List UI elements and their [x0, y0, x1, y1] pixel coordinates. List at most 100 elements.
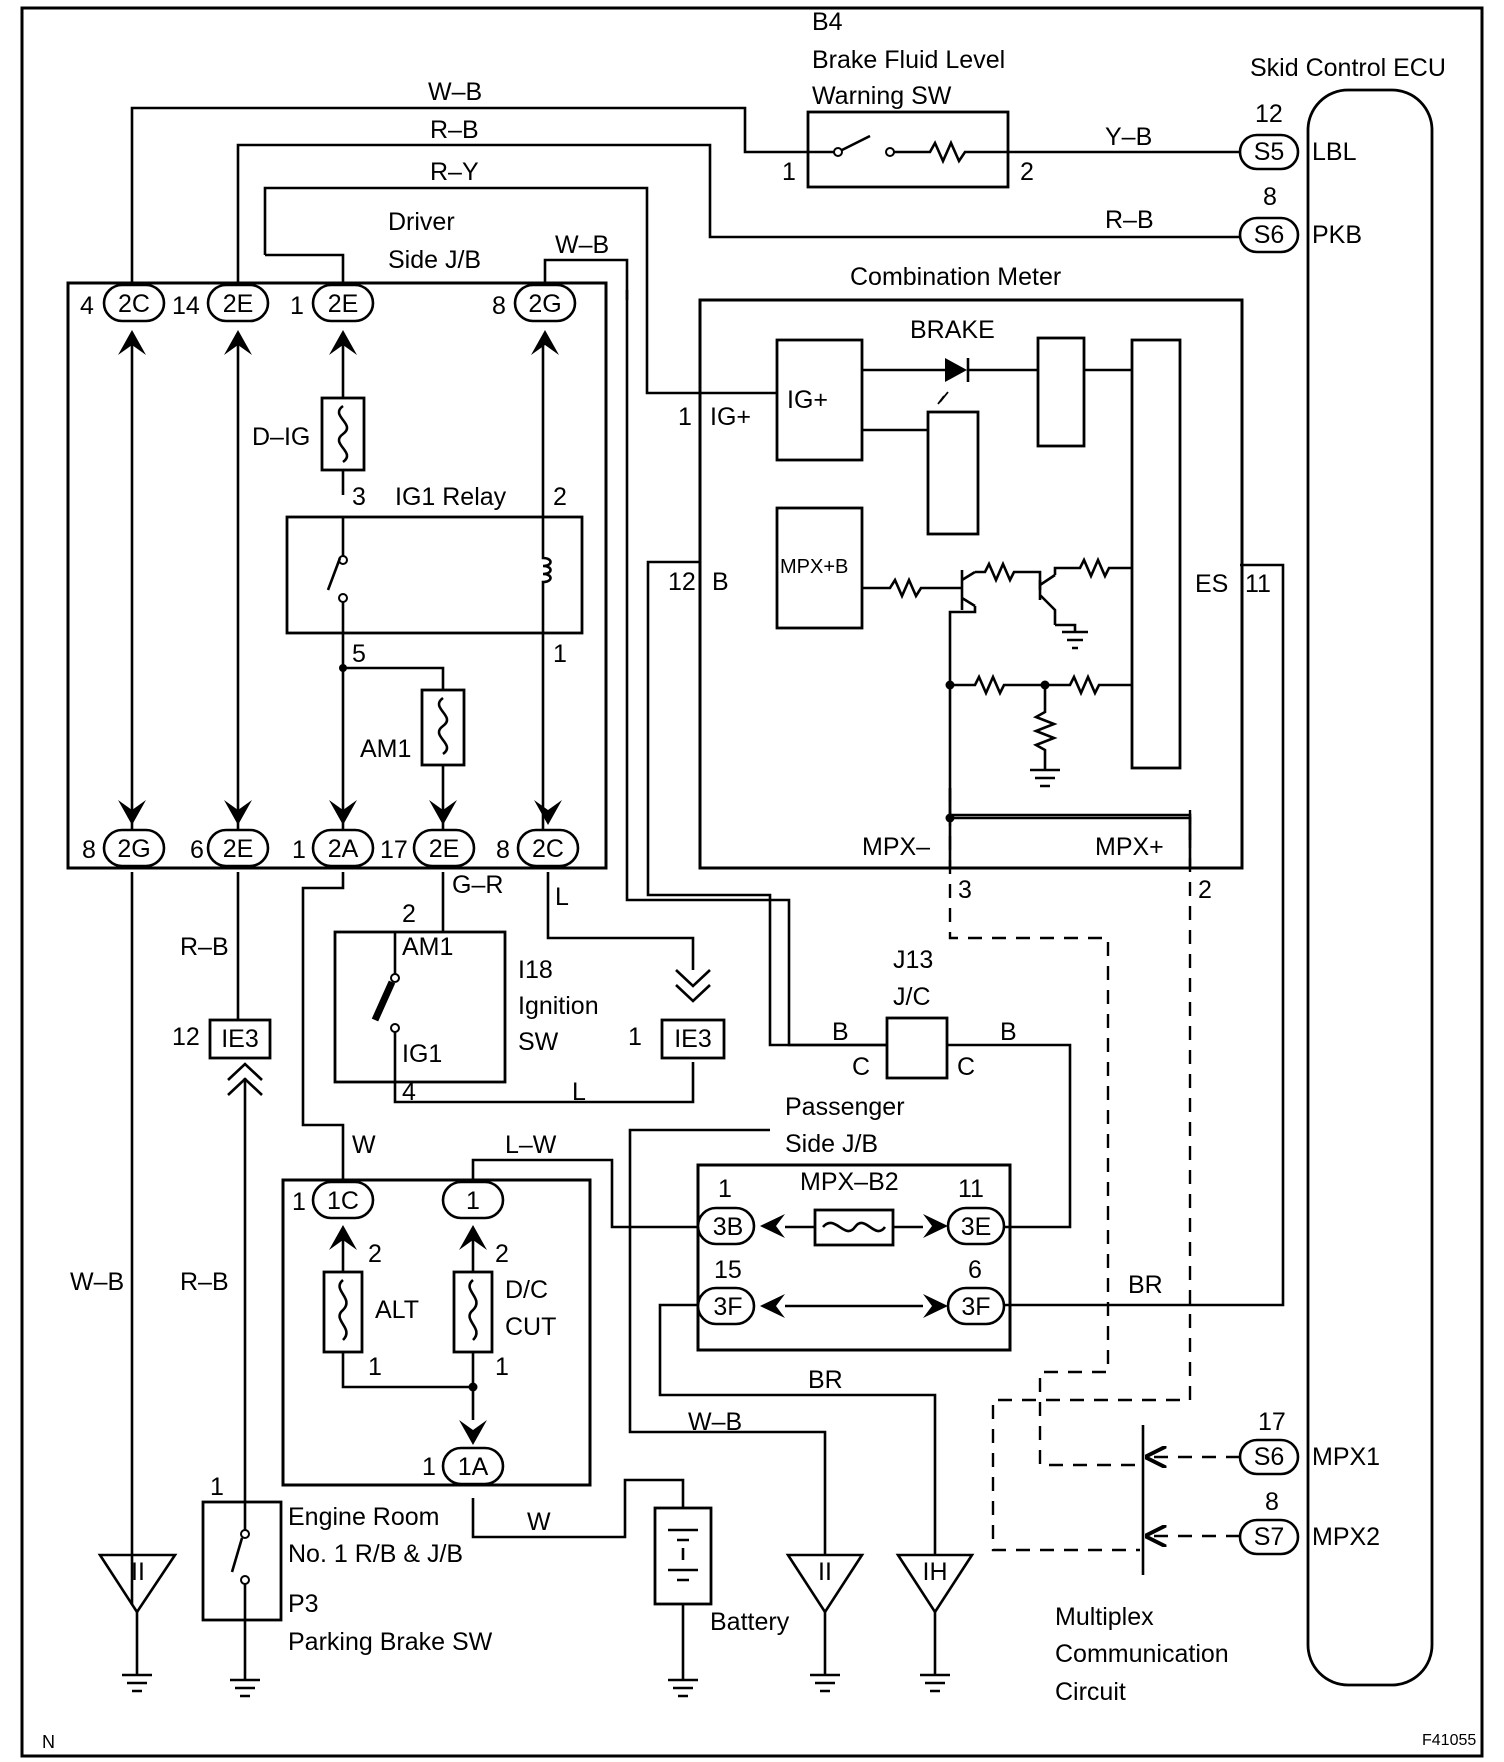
ecu-conn-label-s5: S5	[1254, 138, 1285, 166]
ground-triangle-2	[895, 1553, 975, 1615]
wire-label-rb-mid: R–B	[180, 933, 229, 961]
multiplex-circuit: Multiplex Communication Circuit	[1055, 1603, 1229, 1706]
wire-label-wb-low: W–B	[688, 1408, 742, 1436]
corner-left: N	[42, 1732, 55, 1752]
engine-rb-line2: No. 1 R/B & J/B	[288, 1540, 463, 1568]
ecu-pin-num-mpx1: 17	[1258, 1408, 1286, 1436]
djb-bot-chevron-4	[534, 800, 562, 825]
djb-bot-label-2: 2A	[328, 835, 359, 863]
wire-label-w-battery: W	[527, 1508, 551, 1536]
pjb-label-2: 3F	[713, 1293, 742, 1321]
djb-bot-label-4: 2C	[532, 835, 564, 863]
pjb-num-0: 1	[718, 1175, 732, 1203]
djb-bot-num-0: 8	[82, 836, 96, 864]
ecu-pin-num-lbl: 12	[1255, 100, 1283, 128]
djb-top-num-1: 14	[172, 292, 200, 320]
engine-rb-body	[281, 1178, 592, 1487]
erb-dc-pin2: 2	[495, 1240, 509, 1268]
ecu-conn-s6	[1238, 216, 1300, 254]
djb-top-conn-3	[513, 283, 577, 323]
meter-block-mid	[926, 410, 980, 536]
djb-bot-conn-1	[206, 828, 270, 868]
meter-mpxb-block	[775, 506, 864, 630]
pjb-conn-1	[946, 1206, 1006, 1246]
erb-c1-num: 1	[292, 1188, 306, 1216]
djb-top-label-3: 2G	[528, 290, 561, 318]
meter-pin12: 12	[668, 568, 696, 596]
mpx-line3: Circuit	[1055, 1678, 1126, 1706]
mpx-line1: Multiplex	[1055, 1603, 1154, 1631]
djb-top-chevron-0	[118, 330, 146, 355]
wire-label-wb-2g: W–B	[555, 231, 609, 259]
ie3-right	[660, 1018, 726, 1060]
skid-ecu-title: Skid Control ECU	[1250, 54, 1446, 82]
erb-conn-1a-label: 1A	[458, 1453, 489, 1481]
djb-bot-num-4: 8	[496, 836, 510, 864]
mpx-line2: Communication	[1055, 1640, 1229, 1668]
djb-top-num-2: 1	[290, 292, 304, 320]
ecu-conn-s7	[1238, 1518, 1300, 1556]
erb-conn-1c-label: 1C	[327, 1187, 359, 1215]
driver-jb-line2: Side J/B	[388, 246, 481, 274]
meter-pin2: 2	[1198, 876, 1212, 904]
pjb-label-0: 3B	[713, 1213, 744, 1241]
ig1-relay-label: IG1 Relay	[395, 483, 507, 511]
wire-label-l-bottom: L	[572, 1078, 586, 1106]
earth-icon	[810, 1673, 840, 1693]
meter-title: Combination Meter	[850, 263, 1061, 291]
ecu-conn-label-s6-mpx1: S6	[1254, 1443, 1285, 1471]
combination-meter: Combination Meter BRAKE 1 IG+ IG+ 12 B M…	[668, 263, 1271, 904]
wire-label-rb-top: R–B	[430, 116, 479, 144]
parking-code: P3	[288, 1590, 319, 1618]
ground-triangle-1	[785, 1553, 865, 1615]
ie3-right-chevron	[675, 969, 711, 1003]
erb-conn-1c	[311, 1180, 375, 1220]
ecu-pin-num-pkb: 8	[1263, 183, 1277, 211]
erb-conn-1a	[441, 1446, 505, 1486]
b4-pin1: 1	[782, 158, 796, 186]
ign-pin4: 4	[402, 1078, 416, 1106]
djb-top-num-3: 8	[492, 292, 506, 320]
dig-fuse-element	[337, 404, 349, 464]
pjb-conn-3	[946, 1286, 1006, 1326]
djb-top-num-0: 4	[80, 292, 94, 320]
ecu-conn-label-s6: S6	[1254, 221, 1285, 249]
b4-switch-arm	[841, 134, 871, 152]
earth-icon	[230, 1678, 260, 1698]
ecu-conn-s6-mpx1	[1238, 1438, 1300, 1476]
ie3-left-label: IE3	[221, 1025, 259, 1053]
b4-name-line1: Brake Fluid Level	[812, 46, 1005, 74]
wire-label-l-top: L	[555, 883, 569, 911]
meter-igp-block	[775, 338, 864, 462]
djb-top-chevron-1	[224, 330, 252, 355]
meter-ic	[1130, 338, 1182, 770]
erb-alt-label: ALT	[375, 1296, 419, 1324]
parking-pin1: 1	[210, 1473, 224, 1501]
erb-alt-pin2: 2	[368, 1240, 382, 1268]
pass-jb-line1: Passenger	[785, 1093, 905, 1121]
relay-switch-arm	[326, 557, 342, 591]
driver-side-jb: Driver Side J/B 4 2C 14 2E 1 2E 8 2G 8 2…	[66, 208, 608, 870]
djb-bot-conn-4	[516, 828, 580, 868]
ecu-pin-name-mpx2: MPX2	[1312, 1523, 1380, 1551]
b4-contact-a	[833, 147, 843, 157]
ign-am1: AM1	[402, 933, 453, 961]
erb-dc-pin1: 1	[495, 1353, 509, 1381]
am1-fuse-label: AM1	[360, 735, 411, 763]
b4-contact-b	[885, 147, 895, 157]
brake-fluid-level-switch: B4 Brake Fluid Level Warning SW 1 2	[782, 8, 1034, 189]
parking-brake-switch: 1 P3 Parking Brake SW	[201, 1473, 493, 1680]
meter-pin11: 11	[1245, 570, 1271, 598]
djb-top-chevron-2	[329, 330, 357, 355]
wire-label-br-right: BR	[1128, 1271, 1163, 1299]
b4-pin2: 2	[1020, 158, 1034, 186]
djb-top-conn-0	[102, 283, 166, 323]
djb-top-chevron-3	[531, 330, 559, 355]
ecu-pin-num-mpx2: 8	[1265, 1488, 1279, 1516]
earth-icon	[122, 1673, 152, 1693]
j13-name: J/C	[893, 983, 931, 1011]
j13-body	[885, 1016, 949, 1080]
parking-name: Parking Brake SW	[288, 1628, 493, 1656]
wire-label-ry: R–Y	[430, 158, 479, 186]
corner-right: F41055	[1422, 1732, 1476, 1749]
